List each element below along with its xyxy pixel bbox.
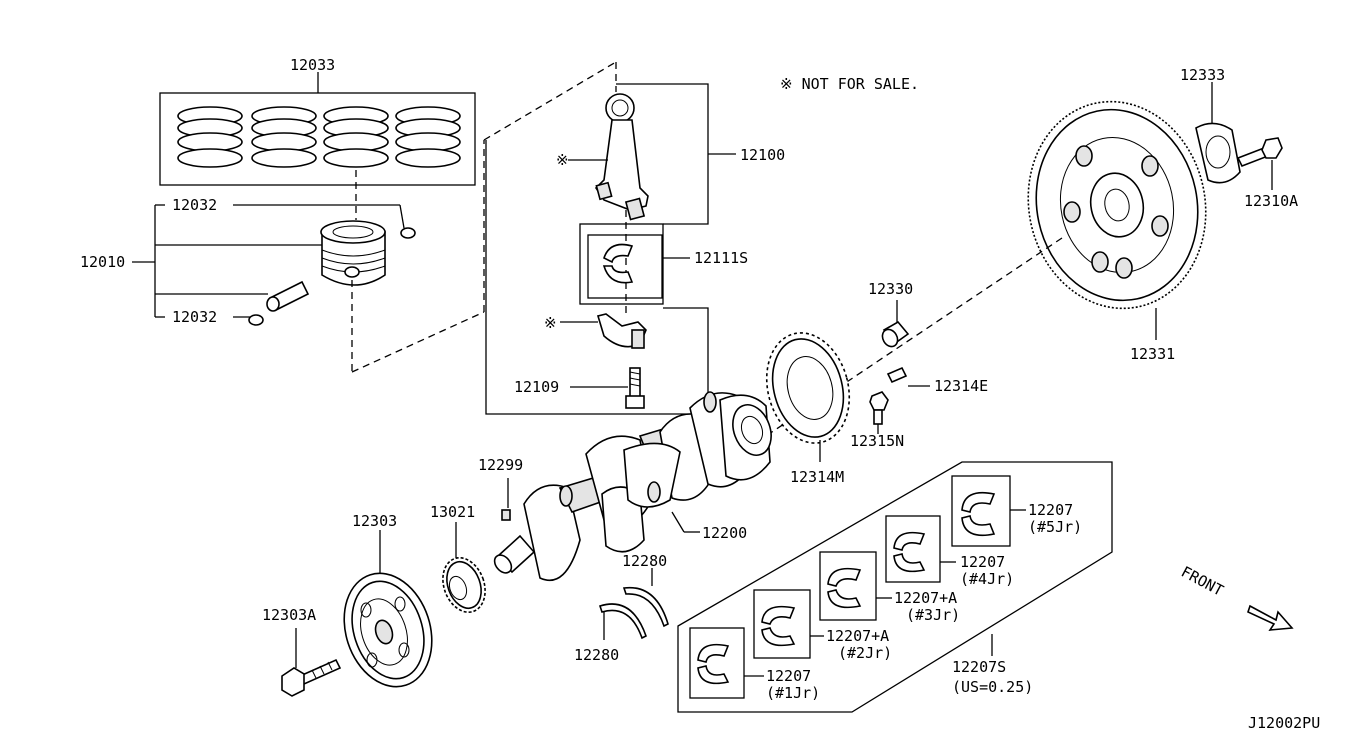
label-12330[interactable]: 12330	[868, 280, 913, 298]
main-bearing-set-outline	[677, 461, 1113, 713]
label-12207a-3-sub: (#3Jr)	[906, 606, 960, 624]
label-12109[interactable]: 12109	[514, 378, 559, 396]
label-12303a[interactable]: 12303A	[262, 606, 316, 624]
label-12314e[interactable]: 12314E	[934, 377, 988, 395]
pilot-bushing[interactable]	[879, 320, 910, 349]
crankshaft[interactable]	[491, 391, 778, 582]
label-12207s[interactable]: 12207S	[952, 658, 1006, 676]
not-for-sale-mark-rod: ※	[556, 151, 569, 169]
main-bearing-1[interactable]	[689, 627, 745, 699]
label-12033[interactable]: 12033	[290, 56, 335, 74]
label-12207-4-sub: (#4Jr)	[960, 570, 1014, 588]
piston[interactable]	[320, 220, 386, 286]
front-label: FRONT	[1178, 563, 1226, 600]
not-for-sale-mark-cap: ※	[544, 314, 557, 332]
signal-plate[interactable]	[755, 324, 861, 453]
flywheel-plate[interactable]	[1195, 122, 1241, 184]
label-12315n[interactable]: 12315N	[850, 432, 904, 450]
label-12331[interactable]: 12331	[1130, 345, 1175, 363]
rod-bearing	[602, 243, 634, 284]
label-12207-1[interactable]: 12207	[766, 667, 811, 685]
label-12314m[interactable]: 12314M	[790, 468, 844, 486]
label-12207a-3[interactable]: 12207+A	[894, 589, 957, 607]
crankshaft-pulley[interactable]	[330, 562, 446, 698]
connecting-rod[interactable]	[594, 93, 649, 221]
label-12111s[interactable]: 12111S	[694, 249, 748, 267]
label-12310a[interactable]: 12310A	[1244, 192, 1298, 210]
label-12207a-2[interactable]: 12207+A	[826, 627, 889, 645]
label-12032-bottom[interactable]: 12032	[172, 308, 217, 326]
label-12200[interactable]: 12200	[702, 524, 747, 542]
label-bracket-12010	[132, 204, 405, 318]
connecting-rod-bracket	[485, 83, 709, 415]
snap-ring-bottom[interactable]	[248, 314, 264, 326]
front-direction-indicator: FRONT	[1178, 563, 1294, 631]
label-12280-bottom[interactable]: 12280	[574, 646, 619, 664]
crankshaft-sprocket[interactable]	[436, 552, 493, 618]
main-bearing-3[interactable]	[819, 551, 877, 621]
woodruff-key[interactable]	[501, 509, 511, 521]
flywheel[interactable]	[1009, 85, 1224, 325]
label-12207a-2-sub: (#2Jr)	[838, 644, 892, 662]
label-12207-5-sub: (#5Jr)	[1028, 518, 1082, 536]
label-12032-top[interactable]: 12032	[172, 196, 217, 214]
snap-ring-top[interactable]	[400, 227, 416, 239]
pulley-bolt[interactable]	[281, 658, 342, 697]
piston-ring-set	[177, 106, 461, 168]
label-12010[interactable]: 12010	[80, 253, 125, 271]
main-bearing-2[interactable]	[753, 589, 811, 659]
label-12280-top[interactable]: 12280	[622, 552, 667, 570]
label-12333[interactable]: 12333	[1180, 66, 1225, 84]
label-12100[interactable]: 12100	[740, 146, 785, 164]
label-12207-5[interactable]: 12207	[1028, 501, 1073, 519]
signal-plate-bolt[interactable]	[869, 391, 889, 425]
rod-bearing-box[interactable]	[579, 223, 664, 305]
label-12303[interactable]: 12303	[352, 512, 397, 530]
diagram-code: J12002PU	[1248, 714, 1320, 732]
label-12207-1-sub: (#1Jr)	[766, 684, 820, 702]
thrust-washer-bottom[interactable]	[598, 603, 647, 640]
assembly-dashed-guides	[351, 61, 627, 373]
flywheel-bolt[interactable]	[1236, 137, 1283, 168]
dowel-pin[interactable]	[886, 366, 908, 384]
thrust-washer-top[interactable]	[622, 586, 669, 628]
front-arrow-icon	[1247, 604, 1294, 631]
rod-bolt[interactable]	[625, 367, 645, 409]
piston-pin[interactable]	[266, 280, 310, 312]
connecting-rod-cap[interactable]	[596, 313, 647, 349]
not-for-sale-note: ※ NOT FOR SALE.	[780, 75, 919, 93]
label-12299[interactable]: 12299	[478, 456, 523, 474]
label-13021[interactable]: 13021	[430, 503, 475, 521]
label-12207s-sub: (US=0.25)	[952, 678, 1033, 696]
main-bearing-4[interactable]	[885, 515, 941, 583]
piston-ring-set-group[interactable]	[159, 72, 476, 186]
label-12207-4[interactable]: 12207	[960, 553, 1005, 571]
main-bearing-5[interactable]	[951, 475, 1011, 547]
